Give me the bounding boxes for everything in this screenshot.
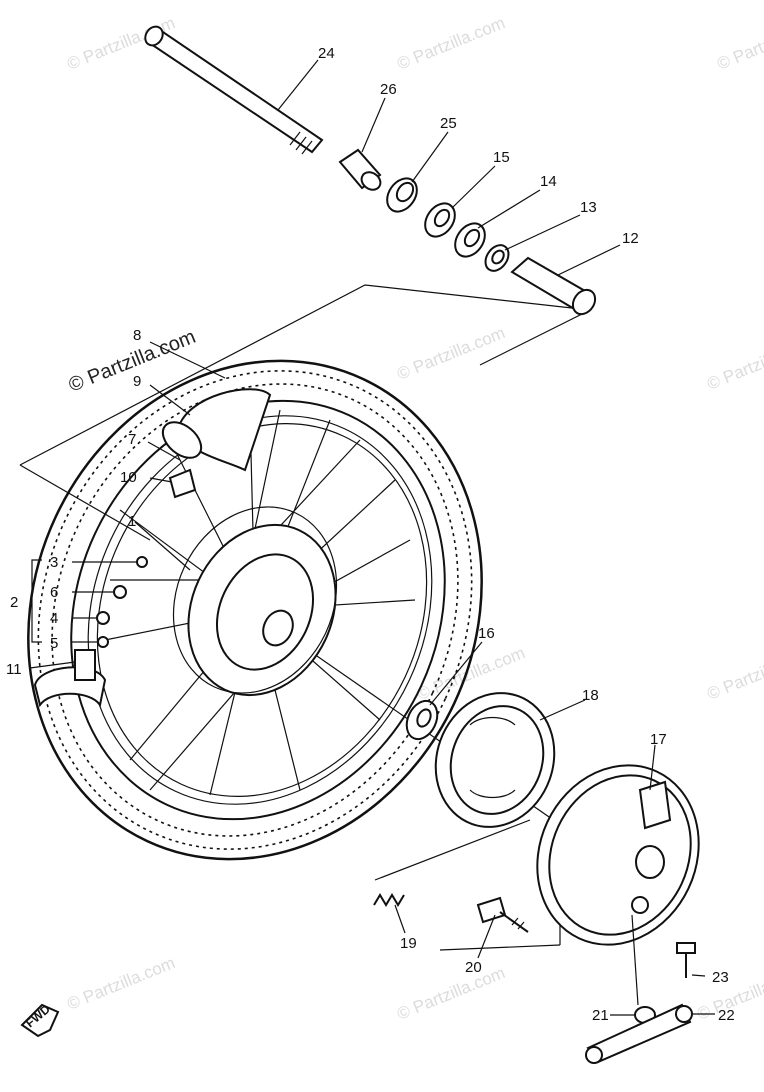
brake-shoes [434, 692, 556, 828]
bolt-23 [676, 942, 696, 978]
brake-panel [536, 764, 700, 946]
fwd-arrow-icon: FWD [20, 1002, 60, 1038]
callout-16: 16 [478, 625, 495, 642]
watermark: © Partzilla.com [704, 643, 764, 704]
spacer-12 [510, 256, 597, 316]
brake-spring [373, 893, 405, 907]
callout-8: 8 [133, 327, 141, 344]
callout-19: 19 [400, 935, 417, 952]
watermark: © Partzilla.com [64, 953, 177, 1014]
callout-26: 26 [380, 81, 397, 98]
callout-4: 4 [50, 610, 58, 627]
callout-2: 2 [10, 594, 18, 611]
spoked-wheel [27, 359, 483, 861]
cam-lever [585, 1003, 693, 1064]
bearing-14 [454, 222, 486, 258]
front-axle [144, 25, 324, 155]
callout-15: 15 [493, 149, 510, 166]
bearing-16 [405, 699, 439, 741]
callout-21: 21 [592, 1007, 609, 1024]
callout-20: 20 [465, 959, 482, 976]
callout-3: 3 [50, 554, 58, 571]
collar [338, 148, 382, 191]
callout-7: 7 [128, 431, 136, 448]
callout-24: 24 [318, 45, 335, 62]
callout-13: 13 [580, 199, 597, 216]
callout-10: 10 [120, 469, 137, 486]
callout-14: 14 [540, 173, 557, 190]
watermark: © Partzilla.com [714, 13, 764, 74]
brake-cam [476, 896, 529, 933]
watermark: © Partzilla.com [394, 963, 507, 1024]
callout-9: 9 [133, 373, 141, 390]
callout-5: 5 [50, 635, 58, 652]
bearing-15 [424, 202, 456, 238]
washer-13 [484, 244, 510, 272]
callout-6: 6 [50, 584, 58, 601]
callout-17: 17 [650, 731, 667, 748]
callout-18: 18 [582, 687, 599, 704]
watermark: © Partzilla.com [394, 13, 507, 74]
oil-seal [386, 177, 418, 213]
watermark: © Partzilla.com [394, 323, 507, 384]
callout-11: 11 [6, 661, 22, 678]
callout-12: 12 [622, 230, 639, 247]
callout-22: 22 [718, 1007, 735, 1024]
callout-23: 23 [712, 969, 729, 986]
rim-lock [33, 649, 107, 708]
leader-lines [29, 59, 715, 1016]
rim-band-tube [161, 388, 272, 499]
group-bracket [31, 559, 42, 643]
callout-labels: 24 26 25 15 14 13 12 8 9 7 10 1 3 2 6 4 … [6, 45, 735, 1024]
callout-25: 25 [440, 115, 457, 132]
callout-1: 1 [128, 513, 136, 530]
watermark: © Partzilla.com [704, 333, 764, 394]
